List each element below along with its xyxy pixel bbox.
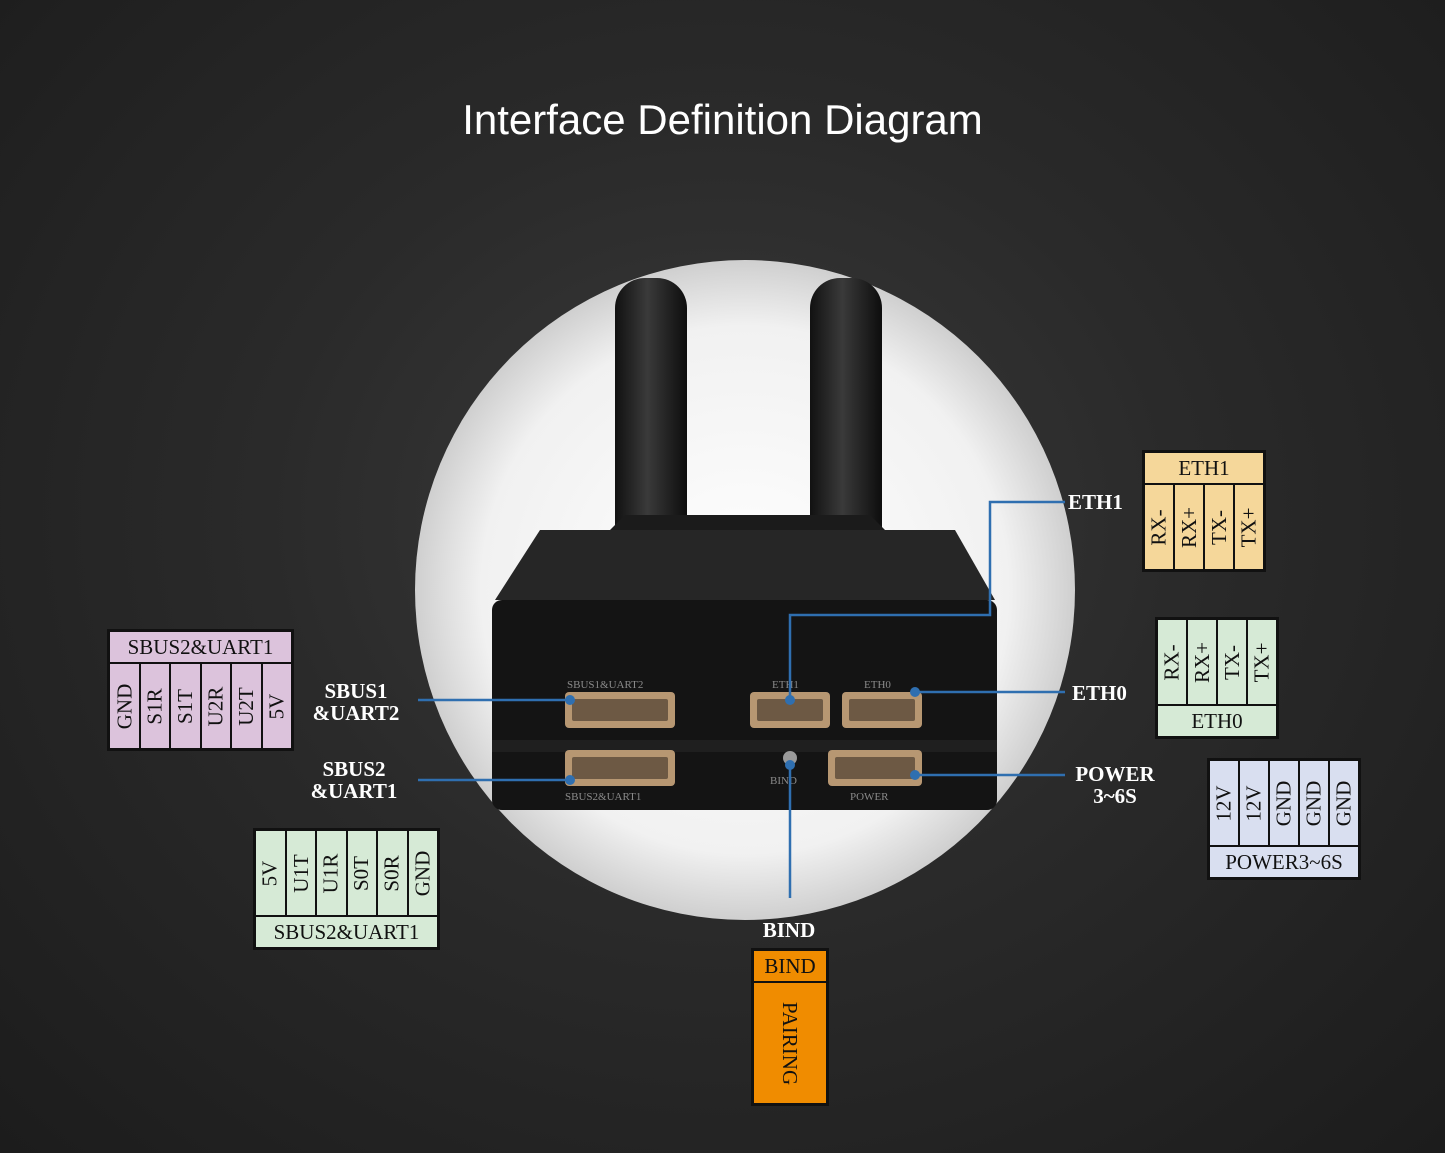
callout-sbus1-uart2: SBUS1 &UART2 xyxy=(304,680,408,724)
power-table-header: POWER3~6S xyxy=(1210,845,1358,877)
connector-sbus1-uart2 xyxy=(565,692,675,728)
sbus-pin: GND xyxy=(110,664,141,748)
silk-sbus1-uart2: SBUS1&UART2 xyxy=(567,679,643,691)
eth1-leader xyxy=(788,500,1065,698)
callout-eth1: ETH1 xyxy=(1068,490,1123,514)
callout-sbus1-line2: &UART2 xyxy=(312,701,400,725)
antenna-right xyxy=(810,278,882,558)
sbus-pin: U1R xyxy=(317,831,348,915)
power-pin: GND xyxy=(1331,780,1356,826)
callout-eth0: ETH0 xyxy=(1072,681,1127,705)
eth0-pin-table: RX- RX+ TX- TX+ ETH0 xyxy=(1155,617,1279,739)
silk-bind: BIND xyxy=(770,775,797,787)
sbus-pin: S1R xyxy=(141,664,171,748)
callout-sbus2-uart1: SBUS2 &UART1 xyxy=(302,758,406,802)
eth1-pin-table: ETH1 RX- RX+ TX- TX+ xyxy=(1142,450,1266,572)
power-pin: 12V xyxy=(1240,761,1270,845)
sbus-pin: U2R xyxy=(202,664,232,748)
silk-eth1: ETH1 xyxy=(772,679,799,691)
leader-lines xyxy=(418,500,1065,898)
eth0-pin: RX- xyxy=(1158,620,1188,704)
callout-sbus2-line2: &UART1 xyxy=(310,779,398,803)
callout-power: POWER 3~6S xyxy=(1068,763,1162,807)
sbus-pin: S1T xyxy=(171,664,202,748)
silk-sbus2-uart1: SBUS2&UART1 xyxy=(565,791,641,803)
sbus2-uart1-left-table-header: SBUS2&UART1 xyxy=(110,632,291,664)
connector-eth1 xyxy=(750,692,830,728)
bind-pin-table: BIND PAIRING xyxy=(751,948,829,1106)
sbus-pin: GND xyxy=(410,850,435,896)
silk-power: POWER xyxy=(850,791,889,803)
connector-eth0 xyxy=(842,692,922,728)
power-pin: GND xyxy=(1270,761,1300,845)
bind-table-header: BIND xyxy=(754,951,826,983)
sbus2-uart1-left-pin-table: SBUS2&UART1 GND S1R S1T U2R U2T 5V xyxy=(107,629,294,751)
eth1-pin: RX- xyxy=(1145,485,1175,569)
sbus-pin: 5V xyxy=(256,831,287,915)
eth1-pin: TX- xyxy=(1205,485,1235,569)
sbus-pin: S0T xyxy=(348,831,378,915)
eth0-pin: TX+ xyxy=(1249,642,1274,682)
callout-power-line2: 3~6S xyxy=(1093,784,1137,808)
sbus2-uart1-bottom-table-header: SBUS2&UART1 xyxy=(256,915,437,947)
page-title: Interface Definition Diagram xyxy=(462,96,983,143)
sbus-pin: U1T xyxy=(287,831,317,915)
silk-eth0: ETH0 xyxy=(864,679,891,691)
connector-power xyxy=(828,750,922,786)
eth0-pin: RX+ xyxy=(1188,620,1218,704)
antenna-left xyxy=(615,278,687,558)
eth1-pin: TX+ xyxy=(1236,507,1261,547)
power-pin: 12V xyxy=(1210,761,1240,845)
eth0-pin: TX- xyxy=(1218,620,1248,704)
sbus-pin: U2T xyxy=(232,664,263,748)
eth1-pin: RX+ xyxy=(1175,485,1205,569)
power-pin-table: 12V 12V GND GND GND POWER3~6S xyxy=(1207,758,1361,880)
callout-sbus2-line1: SBUS2 xyxy=(322,757,386,781)
connector-sbus2-uart1 xyxy=(565,750,675,786)
enclosure-top xyxy=(495,530,995,600)
sbus2-uart1-bottom-pin-table: 5V U1T U1R S0T S0R GND SBUS2&UART1 xyxy=(253,828,440,950)
power-pin: GND xyxy=(1300,761,1330,845)
eth0-table-header: ETH0 xyxy=(1158,704,1276,736)
callout-bind: BIND xyxy=(762,918,816,942)
bind-pin: PAIRING xyxy=(778,1001,803,1085)
sbus-pin: S0R xyxy=(378,831,409,915)
eth1-table-header: ETH1 xyxy=(1145,453,1263,485)
callout-power-line1: POWER xyxy=(1075,762,1155,786)
sbus-pin: 5V xyxy=(264,693,289,719)
callout-sbus1-line1: SBUS1 xyxy=(324,679,388,703)
